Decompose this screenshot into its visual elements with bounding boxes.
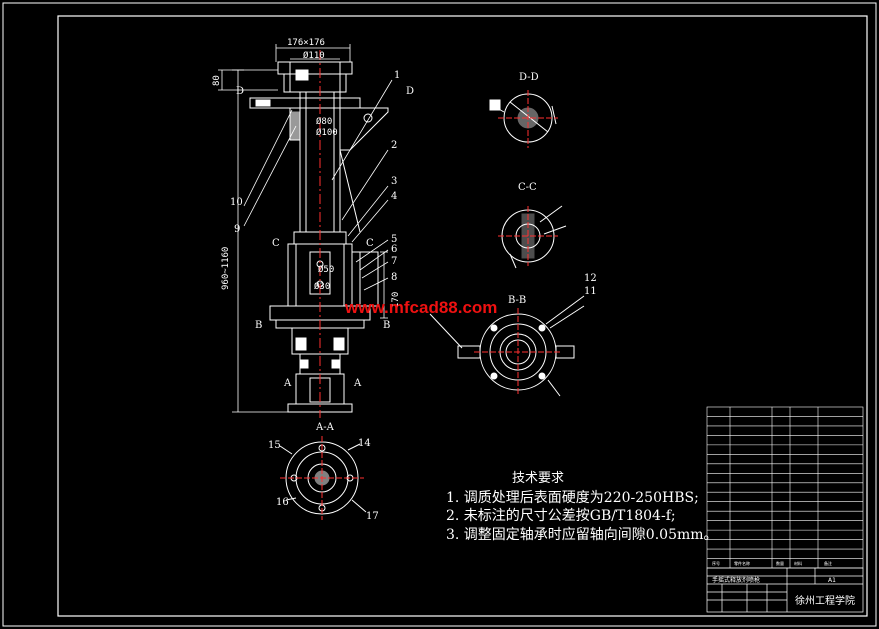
part-no-16: 16 (276, 497, 289, 508)
dim-top-diameter: Ø110 (303, 50, 325, 61)
bom-header-material: 材料 (794, 560, 802, 566)
section-title-aa: A-A (315, 422, 335, 433)
bom-header-remark: 备注 (824, 560, 832, 566)
part-no-12: 12 (584, 273, 597, 284)
section-mark-b-left: B (255, 320, 262, 331)
section-title-dd: D-D (519, 72, 539, 83)
bill-of-materials-table (706, 406, 864, 569)
part-no-5: 5 (391, 234, 397, 245)
title-block (706, 567, 864, 613)
part-no-6: 6 (391, 244, 397, 255)
tech-requirement-3: 3. 调整固定轴承时应留轴向间隙0.05mm。 (446, 526, 718, 543)
section-mark-c-left: C (272, 238, 280, 249)
section-mark-a-right: A (353, 378, 362, 389)
title-block-sheet-size: A1 (828, 577, 836, 584)
section-mark-a-left: A (283, 378, 292, 389)
part-no-3: 3 (391, 176, 397, 187)
section-title-bb: B-B (508, 295, 526, 306)
dim-inner-d2: Ø100 (316, 127, 338, 138)
bom-header-no: 序号 (712, 560, 720, 566)
title-block-school: 徐州工程学院 (795, 594, 855, 607)
dim-height-total: 960~1160 (221, 247, 231, 290)
tech-requirements-title: 技术要求 (512, 471, 564, 486)
bom-outline (706, 406, 864, 569)
section-title-cc: C-C (518, 182, 537, 193)
part-no-14: 14 (358, 438, 371, 449)
section-mark-c-right: C (366, 238, 374, 249)
bom-header-name: 零件名称 (734, 560, 750, 566)
dim-top-width: 176×176 (287, 38, 325, 48)
dim-height-lower: 170 (391, 292, 401, 308)
part-no-8: 8 (391, 272, 397, 283)
bom-header-qty: 数量 (776, 560, 784, 566)
section-mark-d-right: D (406, 86, 414, 97)
main-assembly-view (249, 61, 389, 413)
part-no-10: 10 (230, 197, 243, 208)
watermark: www.mfcad88.com (344, 298, 497, 317)
dim-bearing-d2: Ø30 (314, 281, 330, 292)
section-aa-view (279, 436, 367, 520)
title-block-drawing-name: 手摇式释放剂喷枪 (712, 576, 760, 584)
part-no-4: 4 (391, 191, 397, 202)
section-bb-view (429, 295, 585, 397)
section-dd-view (489, 90, 558, 148)
dimension-lines (218, 44, 388, 413)
tech-requirement-2: 2. 未标注的尺寸公差按GB/T1804-f; (446, 508, 676, 524)
section-cc-view (498, 205, 567, 269)
dim-inner-d1: Ø80 (316, 116, 332, 127)
part-no-17: 17 (366, 511, 379, 522)
dim-bearing-d1: Ø50 (318, 264, 334, 275)
part-no-2: 2 (391, 140, 397, 151)
dim-height-top: 80 (212, 75, 222, 86)
part-no-11: 11 (584, 286, 597, 297)
part-leaders (243, 79, 393, 291)
tech-requirement-1: 1. 调质处理后表面硬度为220-250HBS; (446, 490, 699, 506)
part-no-9: 9 (234, 224, 240, 235)
part-no-7: 7 (391, 256, 397, 267)
part-no-1: 1 (394, 70, 400, 81)
section-mark-b-right: B (383, 320, 390, 331)
inner-frame (57, 15, 868, 617)
part-no-15: 15 (268, 440, 281, 451)
section-mark-d-left: D (236, 86, 244, 97)
